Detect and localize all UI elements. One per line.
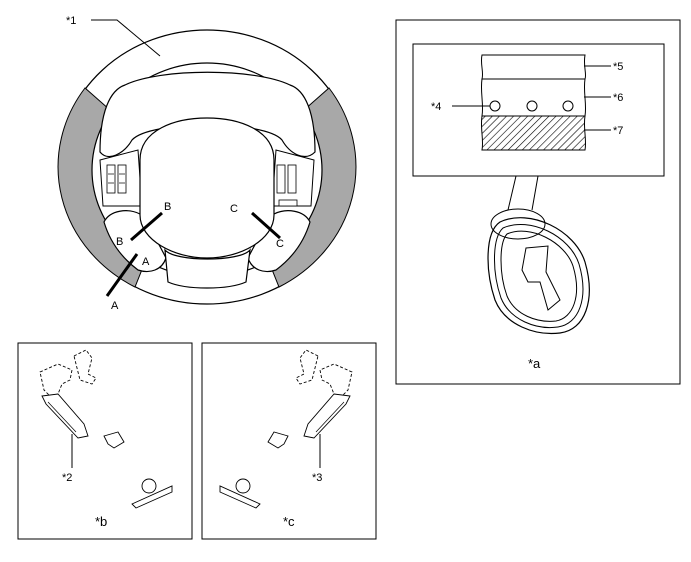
section-label-a-bottom: A (111, 300, 119, 312)
c-side-strip (303, 393, 351, 439)
grip-section-inner (494, 223, 584, 329)
grip-insert (521, 245, 561, 311)
stitch-hole-1 (489, 100, 501, 112)
grip-section-core (500, 230, 577, 322)
c-upper-trim (319, 363, 353, 397)
panel-a-frame (395, 19, 681, 385)
callout-2: *2 (62, 472, 72, 484)
section-label-c-top: C (230, 203, 238, 215)
callout-5: *5 (613, 61, 623, 73)
callout-4: *4 (431, 101, 441, 113)
upper-spoke-cover (99, 71, 316, 157)
panel-c-frame (201, 342, 377, 540)
section-line-b (130, 211, 163, 242)
section-label-b-left: B (116, 236, 123, 248)
panel-label-c: *c (283, 514, 295, 529)
stitch-hole-3 (562, 100, 574, 112)
c-clip (267, 431, 289, 449)
airbag-pad (139, 117, 275, 259)
left-switch-b (117, 164, 127, 194)
detail-ellipse (490, 208, 546, 240)
panel-b-frame (17, 342, 193, 540)
panel-label-a: *a (528, 356, 541, 371)
callout-1: *1 (66, 15, 76, 27)
layer-hatched (480, 115, 587, 151)
bottom-spoke (164, 248, 251, 289)
section-line-a (105, 253, 139, 297)
right-small-button (278, 199, 298, 207)
section-line-c (251, 211, 281, 240)
section-label-b-top: B (164, 201, 171, 213)
callout-3: *3 (312, 472, 322, 484)
right-switch-a (287, 164, 297, 194)
b-clip (103, 431, 125, 449)
panel-c (201, 342, 377, 540)
section-label-a-top: A (142, 256, 150, 268)
section-label-c-right: C (276, 238, 284, 250)
leader-1 (91, 19, 161, 57)
left-switch-a (106, 164, 116, 194)
stitch-hole-2 (526, 100, 538, 112)
detail-box (412, 43, 665, 177)
b-side-strip (41, 393, 89, 439)
right-switch-b (276, 164, 286, 194)
steering-wheel (57, 19, 357, 305)
panel-a (395, 19, 681, 385)
callout-6: *6 (613, 92, 623, 104)
panel-b (17, 342, 193, 540)
b-upper-trim (39, 363, 73, 397)
b-round-piece (141, 478, 157, 494)
layer-top (480, 54, 587, 80)
c-round-piece (235, 478, 251, 494)
panel-label-b: *b (95, 514, 107, 529)
callout-7: *7 (613, 125, 623, 137)
